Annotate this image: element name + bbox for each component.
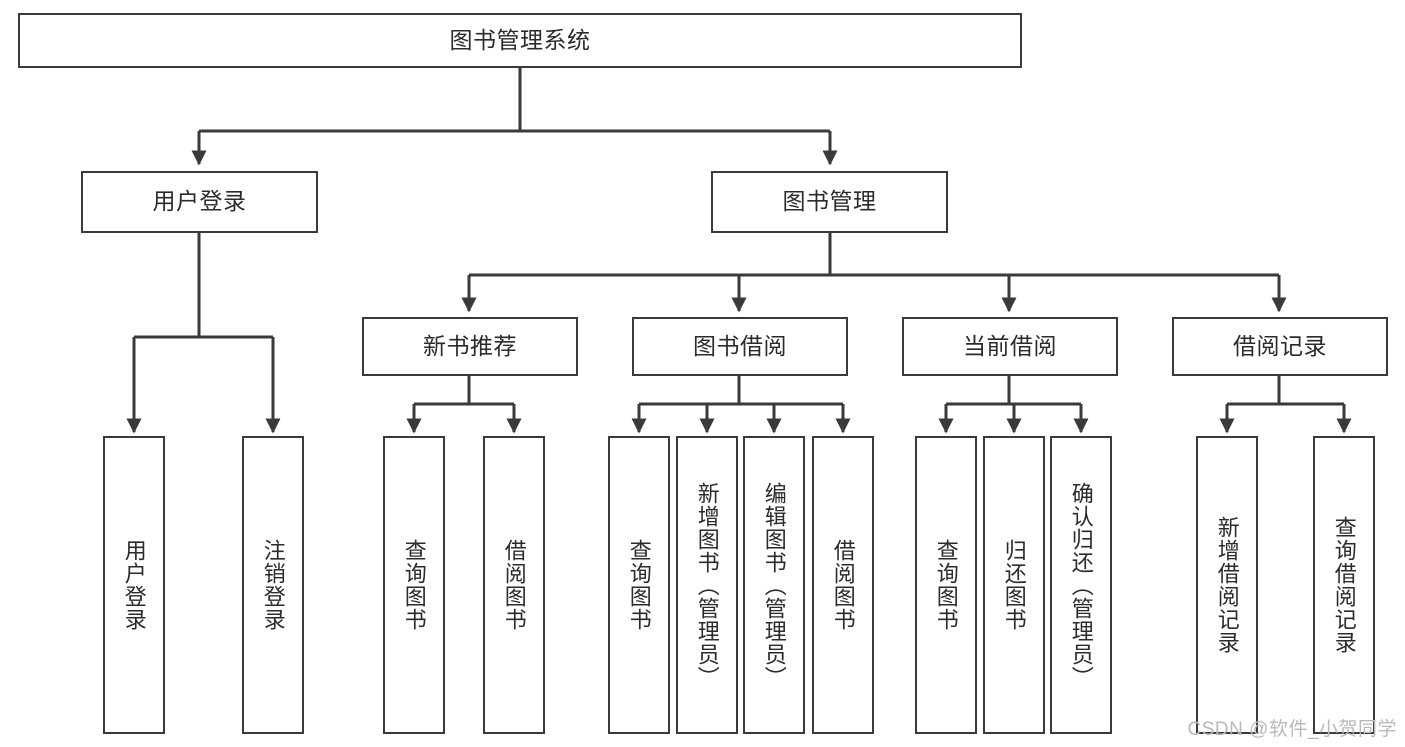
leaf-label: 新增借阅记录 (1214, 516, 1240, 654)
leaf-book-borrow-borrow[interactable]: 借阅图书 (812, 436, 874, 734)
leaf-book-borrow-edit[interactable]: 编辑图书（管理员） (743, 436, 805, 734)
node-borrow-record[interactable]: 借阅记录 (1172, 317, 1388, 376)
leaf-current-borrow-return[interactable]: 归还图书 (983, 436, 1045, 734)
leaf-book-borrow-add[interactable]: 新增图书（管理员） (676, 436, 738, 734)
leaf-label: 查询图书 (933, 539, 959, 631)
node-new-book-recommend-label: 新书推荐 (423, 332, 517, 359)
node-book-management[interactable]: 图书管理 (711, 171, 948, 233)
leaf-user-login-login[interactable]: 用户登录 (103, 436, 165, 734)
leaf-label: 借阅图书 (830, 539, 856, 631)
node-root-label: 图书管理系统 (449, 26, 591, 53)
leaf-book-borrow-query[interactable]: 查询图书 (608, 436, 670, 734)
leaf-borrow-record-add[interactable]: 新增借阅记录 (1196, 436, 1258, 734)
node-current-borrow-label: 当前借阅 (963, 332, 1057, 359)
leaf-label: 归还图书 (1001, 539, 1027, 631)
leaf-user-login-logout[interactable]: 注销登录 (242, 436, 304, 734)
leaf-borrow-record-query[interactable]: 查询借阅记录 (1313, 436, 1375, 734)
leaf-label: 新增图书（管理员） (694, 481, 720, 689)
node-borrow-record-label: 借阅记录 (1233, 332, 1327, 359)
leaf-label: 查询借阅记录 (1331, 516, 1357, 654)
leaf-new-book-borrow[interactable]: 借阅图书 (483, 436, 545, 734)
node-book-borrow[interactable]: 图书借阅 (632, 317, 848, 376)
node-user-login-label: 用户登录 (152, 188, 247, 215)
node-root[interactable]: 图书管理系统 (18, 13, 1022, 68)
node-user-login[interactable]: 用户登录 (81, 171, 318, 233)
node-book-management-label: 图书管理 (782, 188, 877, 215)
leaf-label: 查询图书 (401, 539, 427, 631)
leaf-label: 注销登录 (260, 539, 286, 631)
leaf-new-book-query[interactable]: 查询图书 (383, 436, 445, 734)
leaf-current-borrow-query[interactable]: 查询图书 (915, 436, 977, 734)
leaf-label: 确认归还（管理员） (1068, 481, 1094, 689)
node-new-book-recommend[interactable]: 新书推荐 (362, 317, 578, 376)
node-current-borrow[interactable]: 当前借阅 (902, 317, 1118, 376)
node-book-borrow-label: 图书借阅 (693, 332, 787, 359)
leaf-label: 用户登录 (121, 539, 147, 631)
leaf-label: 编辑图书（管理员） (761, 481, 787, 689)
leaf-label: 查询图书 (626, 539, 652, 631)
leaf-label: 借阅图书 (501, 539, 527, 631)
leaf-current-borrow-confirm[interactable]: 确认归还（管理员） (1050, 436, 1112, 734)
